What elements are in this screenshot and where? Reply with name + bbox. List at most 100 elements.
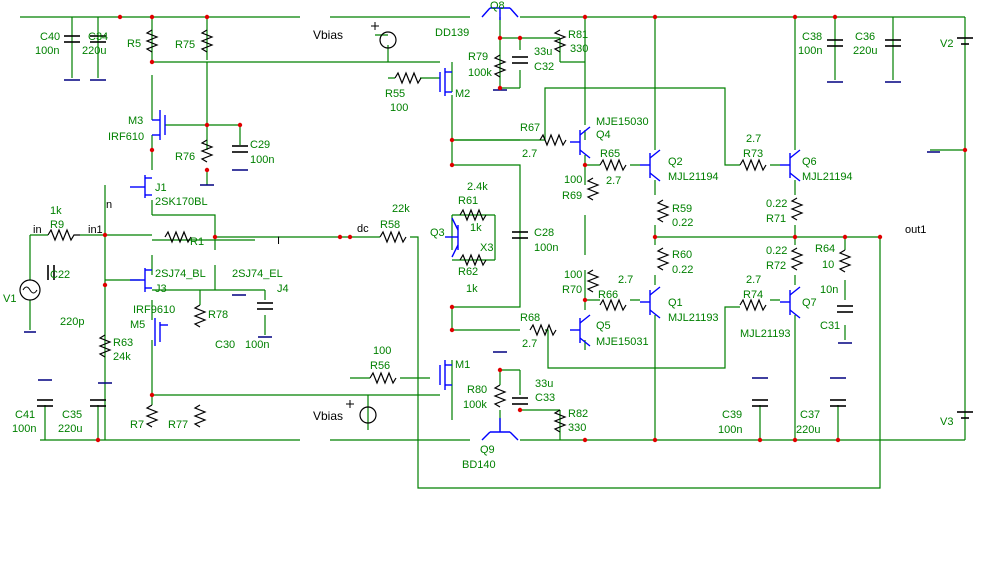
bjt-Q8	[481, 7, 519, 20]
label-vbias-top: Vbias	[313, 28, 343, 42]
capacitor-C34	[90, 35, 106, 43]
label-R69: R69	[562, 190, 582, 202]
label-R80-value: 100k	[463, 399, 487, 411]
label-R76: R76	[175, 151, 195, 163]
label-R77: R77	[168, 419, 188, 431]
label-C34: C34	[88, 31, 108, 43]
label-R56-value: 100	[373, 345, 391, 357]
label-in: in	[33, 224, 42, 236]
label-C37-value: 220u	[796, 424, 820, 436]
resistor-R81	[553, 29, 567, 53]
resistor-R61	[459, 208, 487, 222]
label-2SK170BL: 2SK170BL	[155, 196, 208, 208]
supply-V3	[957, 411, 973, 419]
resistor-R68	[529, 323, 557, 337]
resistor-R5	[145, 29, 159, 53]
label-R81: R81	[568, 29, 588, 41]
bjt-Q1	[640, 286, 661, 319]
capacitor-C29	[232, 145, 248, 153]
grounds	[24, 79, 940, 384]
label-C41: C41	[15, 409, 35, 421]
label-C38: C38	[802, 31, 822, 43]
resistor-R56	[369, 371, 397, 385]
bjt-Q3	[445, 217, 459, 258]
mosfet-M2	[439, 68, 452, 96]
label-R67: R67	[520, 122, 540, 134]
label-R71-value: 0.22	[766, 198, 787, 210]
label-J1: J1	[155, 182, 167, 194]
bjt-Q5	[570, 314, 591, 347]
label-MJE15030: MJE15030	[596, 116, 649, 128]
label-2SJ74-BL: 2SJ74_BL	[155, 268, 206, 280]
label-C41-value: 100n	[12, 423, 36, 435]
label-R5: R5	[127, 38, 141, 50]
supply-V2	[957, 37, 973, 45]
label-R65-value: 2.7	[606, 175, 621, 187]
label-R67-value: 2.7	[522, 148, 537, 160]
resistors	[47, 29, 852, 433]
label-R60: R60	[672, 249, 692, 261]
bjt-Q6	[780, 149, 801, 182]
label-V1: V1	[3, 293, 16, 305]
resistor-R62	[459, 253, 487, 267]
label-C31: C31	[820, 320, 840, 332]
label-C40-value: 100n	[35, 45, 59, 57]
resistor-R7	[145, 404, 159, 428]
label-C39-value: 100n	[718, 424, 742, 436]
resistor-R9	[47, 228, 80, 242]
label-R81-value: 330	[570, 43, 588, 55]
label-Q2: Q2	[668, 156, 683, 168]
label-MJL21193-Q7: MJL21193	[740, 328, 791, 340]
current-source-vbias-top	[371, 22, 397, 49]
label-C37: C37	[800, 409, 820, 421]
label-C36-value: 220u	[853, 45, 877, 57]
label-R61: R61	[458, 195, 478, 207]
resistor-R64	[838, 249, 852, 273]
jfet-J3	[130, 268, 152, 292]
bjt-Q2	[640, 149, 661, 182]
label-BD140: BD140	[462, 459, 496, 471]
mosfet-M5	[154, 318, 168, 346]
capacitor-C35	[90, 399, 106, 407]
label-R71: R71	[766, 213, 786, 225]
label-M1: M1	[455, 359, 470, 371]
capacitor-C38	[827, 39, 843, 47]
capacitor-C36	[885, 39, 901, 47]
resistor-R63	[98, 334, 112, 358]
label-R79: R79	[468, 51, 488, 63]
resistor-R72	[790, 247, 804, 271]
label-Q6: Q6	[802, 156, 817, 168]
label-C32-value: 33u	[534, 46, 552, 58]
bjt-Q7	[780, 286, 801, 319]
label-R58-value: 22k	[392, 203, 410, 215]
label-R68-value: 2.7	[522, 338, 537, 350]
capacitor-C33	[512, 397, 528, 405]
wire-network	[20, 16, 966, 489]
bjt-Q9	[481, 418, 519, 441]
label-R75: R75	[175, 39, 195, 51]
jfet-J1	[130, 175, 152, 198]
label-IRF9610: IRF9610	[133, 304, 175, 316]
resistor-R66	[599, 298, 627, 312]
signal-source-V1	[19, 279, 41, 301]
resistor-R75	[200, 29, 214, 53]
label-R55-value: 100	[390, 102, 408, 114]
label-dc: dc	[357, 223, 369, 235]
label-J4: J4	[277, 283, 289, 295]
resistor-R77	[193, 404, 207, 428]
label-R58: R58	[380, 219, 400, 231]
component-labels: C40 100n C34 220u R5 R75 Vbias DD139 Q8 …	[3, 0, 953, 471]
capacitor-C22	[47, 265, 55, 280]
label-2SJ74-EL: 2SJ74_EL	[232, 268, 283, 280]
label-I: I	[277, 235, 280, 247]
label-C29: C29	[250, 139, 270, 151]
resistor-R70	[586, 269, 600, 293]
label-MJL21194-Q6: MJL21194	[802, 171, 853, 183]
label-R82: R82	[568, 408, 588, 420]
resistor-R71	[790, 197, 804, 221]
resistor-R59	[656, 199, 670, 223]
label-R65: R65	[600, 148, 620, 160]
label-Q9: Q9	[480, 444, 495, 456]
label-R72: R72	[766, 260, 786, 272]
current-source-vbias-bottom	[346, 400, 377, 424]
